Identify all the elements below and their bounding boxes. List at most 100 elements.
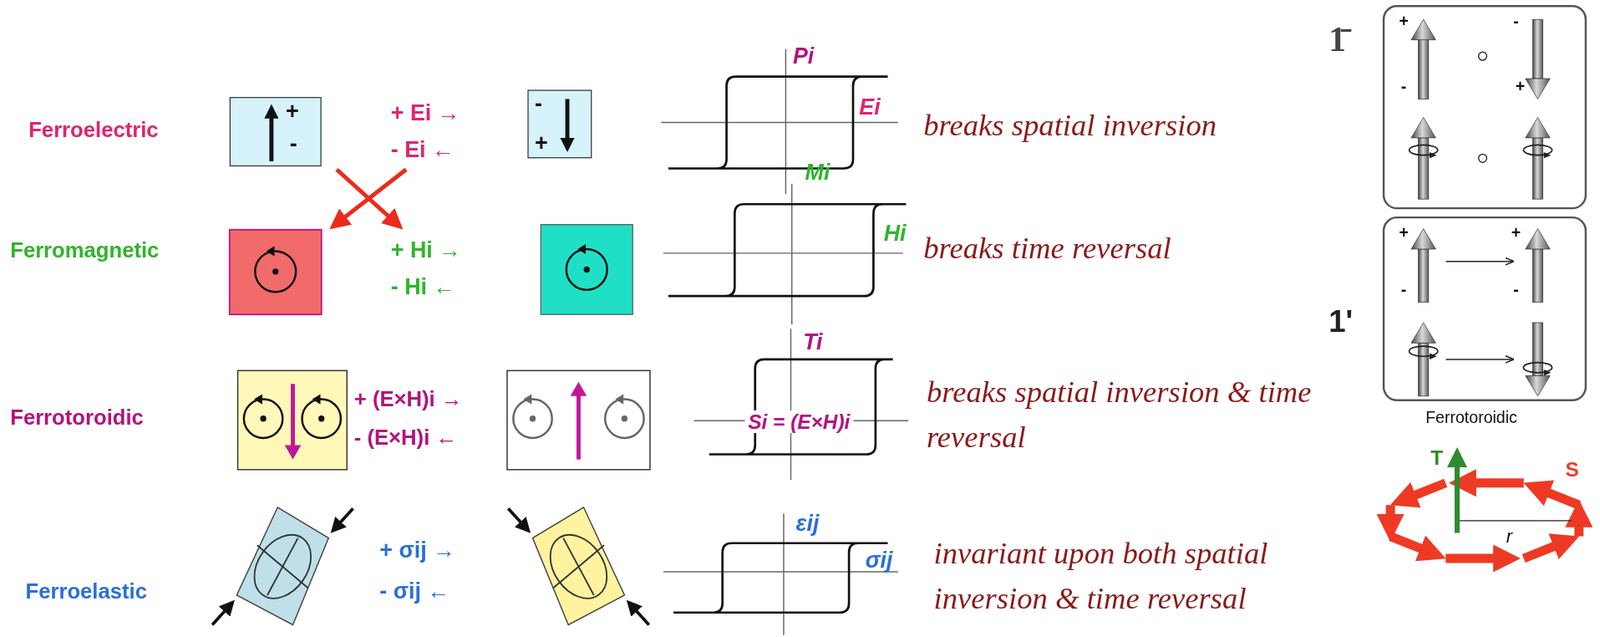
charge-sign: + [285, 100, 300, 123]
hysteresis-loop [668, 76, 889, 169]
operation-dot [1478, 153, 1488, 163]
moment-arrow [1409, 116, 1438, 199]
moment-arrow [1409, 322, 1438, 397]
operation-arrow [1446, 358, 1514, 360]
charge-sign: - [534, 92, 543, 116]
field-label: + σij → [379, 538, 456, 562]
hysteresis-loop [709, 359, 894, 455]
vector-label: T [1430, 446, 1443, 468]
field-label: + (E×H)i → [354, 387, 463, 410]
axis-label: Mi [805, 161, 831, 184]
axis-line [660, 121, 898, 123]
current-loop [604, 393, 644, 438]
magnet-box [229, 229, 322, 315]
hysteresis-plot [663, 513, 899, 635]
operation-arrow [1446, 260, 1514, 262]
class-name: Ferrotoroidic [10, 406, 144, 428]
axis-line [663, 252, 904, 254]
hysteresis-plot [693, 328, 908, 480]
node-figure [1384, 7, 1589, 212]
moment-arrow [1525, 19, 1550, 99]
symmetry-note: breaks time reversal [923, 232, 1171, 264]
charge-sign: + [1398, 224, 1408, 242]
toroidal-vector [1454, 455, 1460, 534]
symmetry-symbol: 1̄ [1328, 22, 1347, 58]
magnet-box [540, 224, 633, 315]
moment-arrow [1523, 116, 1552, 199]
charge-sign: - [1513, 281, 1519, 299]
class-name: Ferroelectric [28, 118, 158, 141]
class-name: Ferromagnetic [10, 238, 159, 261]
toroidal-moment-arrow [284, 383, 302, 459]
spin-arrow [1574, 510, 1584, 537]
spin-arrow [1445, 553, 1510, 564]
operation-dot [1478, 51, 1488, 61]
toroid-box [238, 370, 348, 469]
figure-caption: Ferrotoroidic [1425, 409, 1518, 427]
hysteresis-plot [663, 183, 907, 326]
strain-cell [212, 507, 354, 625]
field-label: - Hi ← [391, 275, 457, 299]
radius-line [1457, 519, 1572, 521]
charge-sign: + [1398, 13, 1408, 31]
charge-sign: + [1511, 224, 1521, 242]
spin-arrow [1400, 482, 1446, 502]
symmetry-panel: + - + - [1382, 216, 1587, 402]
node-figure [1384, 218, 1589, 403]
current-loop [302, 393, 341, 438]
polarization-box: +- [229, 96, 322, 167]
spin-arrow [1386, 504, 1396, 531]
axis-line [782, 513, 784, 635]
moment-arrow [1523, 322, 1552, 397]
moment-arrow [1525, 228, 1550, 303]
axis-label: Pi [792, 45, 814, 68]
symmetry-symbol: 1' [1328, 305, 1353, 337]
charge-sign: - [1401, 78, 1407, 96]
axis-line [785, 49, 787, 194]
charge-sign: + [1515, 78, 1525, 96]
hysteresis-loop [673, 543, 888, 613]
symmetry-note: breaks spatial inversion [923, 110, 1217, 142]
vector-label: r [1506, 526, 1513, 545]
charge-sign: - [289, 132, 298, 156]
symmetry-note: breaks spatial inversion & time reversal [926, 369, 1356, 458]
axis-label: Si = (E×H)i [745, 410, 854, 433]
spin-arrow [1523, 539, 1570, 559]
class-name: Ferroelastic [25, 579, 148, 602]
spin-arrow [1533, 486, 1580, 505]
axis-line [663, 570, 899, 572]
symmetry-panel: + - - + [1382, 5, 1587, 209]
toroidal-moment-arrow [570, 381, 588, 460]
charge-sign: + [534, 132, 549, 155]
coupling-cross [332, 169, 407, 227]
symmetry-note: invariant upon both spatial inversion & … [933, 530, 1362, 620]
current-loop [513, 393, 552, 438]
coupling-arrow [332, 169, 407, 227]
polarization-box: -+ [527, 89, 592, 158]
axis-label: εij [796, 512, 820, 535]
axis-label: Ei [858, 96, 880, 119]
toroid-box [507, 370, 651, 469]
node-figure [230, 97, 323, 168]
strain-cell [507, 507, 650, 625]
toroid-figure [1390, 455, 1580, 559]
field-label: - σij ← [379, 579, 450, 603]
moment-arrow [1411, 19, 1436, 99]
axis-label: σij [865, 548, 894, 572]
spin-arrow [1459, 477, 1524, 488]
vector-label: S [1564, 459, 1579, 480]
charge-sign: - [1401, 281, 1407, 299]
field-label: + Ei → [391, 101, 461, 125]
current-loop [254, 245, 296, 292]
field-label: - (E×H)i ← [354, 426, 458, 449]
field-label: - Ei ← [391, 138, 455, 162]
axis-line [790, 328, 792, 480]
charge-sign: - [1513, 13, 1519, 31]
current-loop [243, 393, 283, 438]
hysteresis-loop [668, 203, 907, 296]
axis-label: Hi [883, 222, 907, 245]
axis-label: Ti [802, 330, 823, 354]
hysteresis-plot [660, 49, 898, 194]
moment-arrow [1411, 228, 1436, 303]
